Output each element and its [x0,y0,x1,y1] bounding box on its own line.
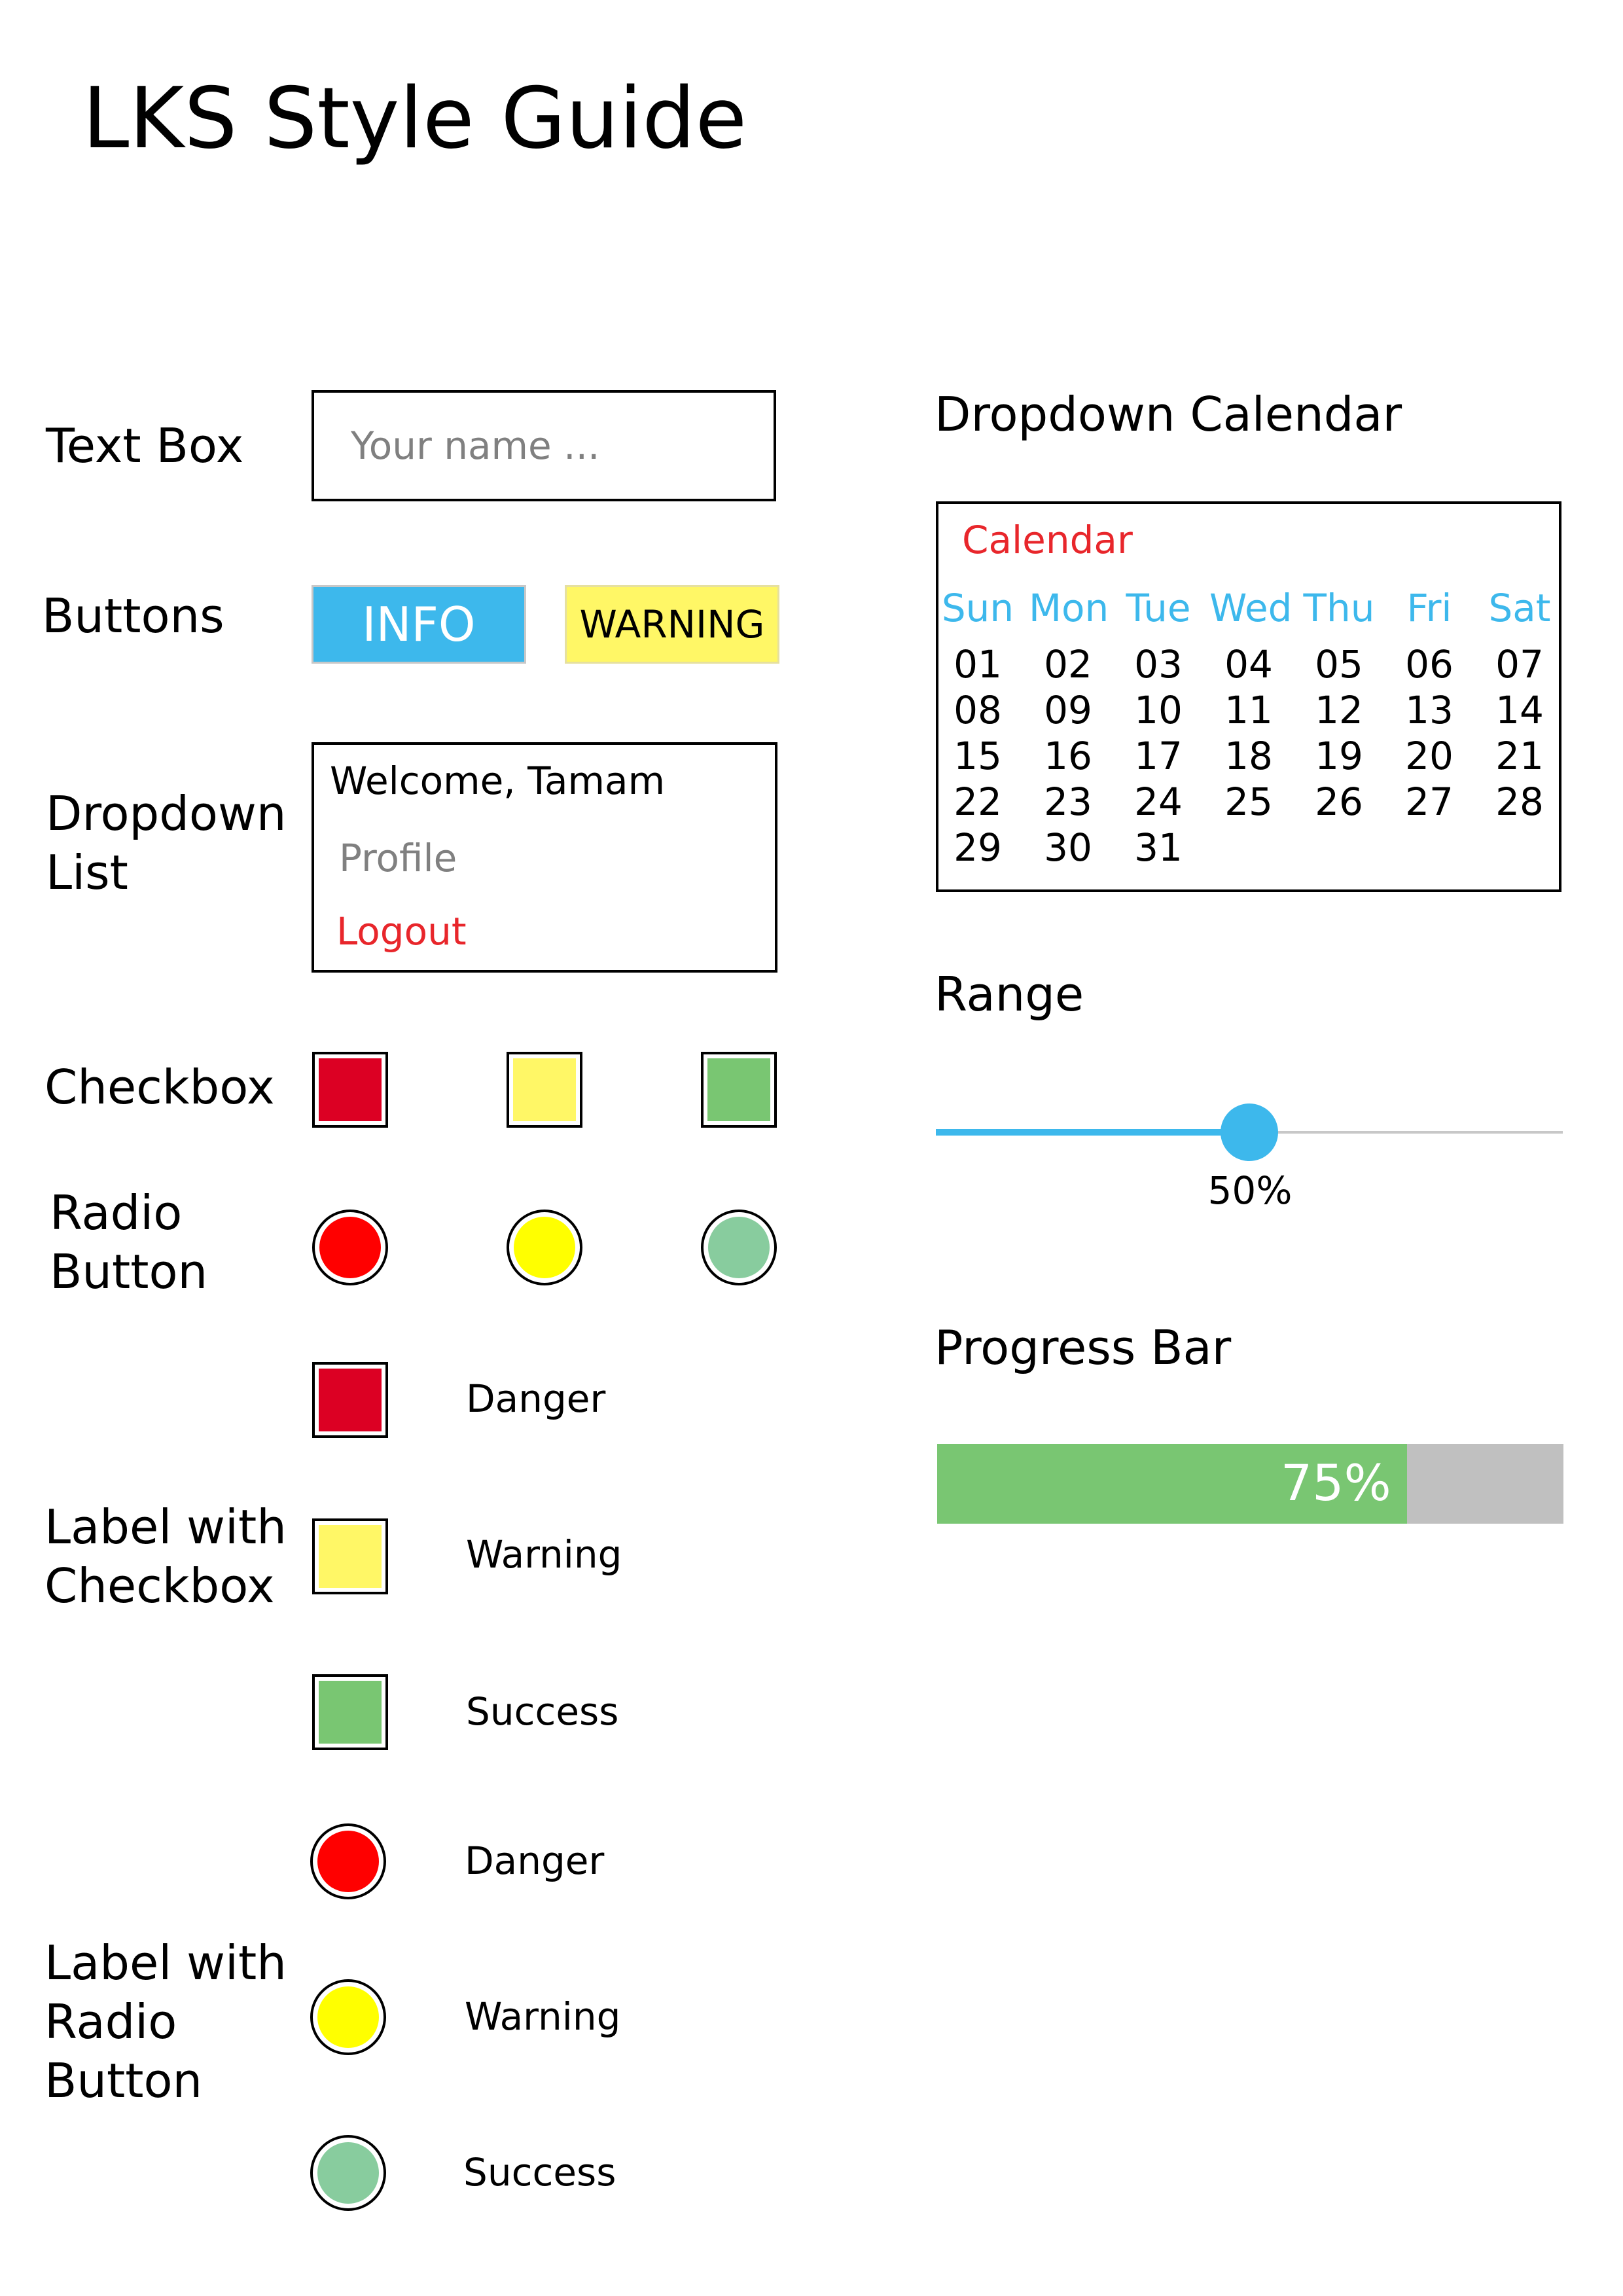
calendar-weekday-wed: Wed [1209,586,1293,630]
calendar-day-18[interactable]: 18 [1224,734,1273,778]
calendar-day-30[interactable]: 30 [1044,825,1092,870]
section-label-label-with-radio-line-2: Radio [45,1994,177,2049]
checkbox-yellow[interactable] [507,1052,582,1128]
calendar-day-27[interactable]: 27 [1405,780,1454,824]
labeled-checkbox-danger[interactable] [312,1362,388,1438]
page-title: LKS Style Guide [82,70,747,168]
progress-bar: 75% [937,1444,1563,1524]
calendar-day-24[interactable]: 24 [1134,780,1183,824]
section-label-range: Range [935,967,1084,1022]
calendar-day-15[interactable]: 15 [954,734,1002,778]
labeled-radio-success-label: Success [463,2150,616,2195]
calendar-day-11[interactable]: 11 [1224,688,1273,732]
calendar-weekday-fri: Fri [1406,586,1452,630]
user-dropdown-list[interactable]: Welcome, Tamam Profile Logout [312,742,777,973]
calendar-day-05[interactable]: 05 [1315,642,1363,687]
dropdown-item-logout[interactable]: Logout [336,909,467,954]
calendar-day-28[interactable]: 28 [1495,780,1544,824]
labeled-radio-danger[interactable] [310,1823,386,1899]
labeled-checkbox-success-label: Success [466,1689,619,1734]
progress-bar-fill: 75% [937,1444,1407,1524]
calendar-day-31[interactable]: 31 [1134,825,1183,870]
section-label-checkbox: Checkbox [45,1060,275,1115]
section-label-progress-bar: Progress Bar [935,1320,1232,1375]
calendar-day-10[interactable]: 10 [1134,688,1183,732]
section-label-radio-button-line-2: Button [50,1244,208,1299]
calendar-day-07[interactable]: 07 [1495,642,1544,687]
radio-green[interactable] [701,1210,777,1285]
calendar-day-17[interactable]: 17 [1134,734,1183,778]
range-slider-fill [936,1129,1249,1136]
name-text-input[interactable]: Your name ... [312,390,776,501]
range-slider-thumb[interactable] [1221,1103,1278,1161]
checkbox-green[interactable] [701,1052,777,1128]
calendar-title: Calendar [962,518,1133,562]
calendar-day-25[interactable]: 25 [1224,780,1273,824]
calendar-day-12[interactable]: 12 [1315,688,1363,732]
checkbox-red[interactable] [312,1052,388,1128]
calendar-day-19[interactable]: 19 [1315,734,1363,778]
warning-button[interactable]: WARNING [565,585,779,664]
section-label-label-with-radio-line-1: Label with [45,1935,287,1990]
section-label-label-with-radio-line-3: Button [45,2053,203,2108]
calendar-day-20[interactable]: 20 [1405,734,1454,778]
dropdown-header-welcome: Welcome, Tamam [330,759,666,803]
section-label-label-with-checkbox-line-2: Checkbox [45,1558,275,1613]
section-label-dropdown-list-line-2: List [46,845,128,900]
labeled-checkbox-warning[interactable] [312,1518,388,1594]
calendar-day-09[interactable]: 09 [1044,688,1092,732]
labeled-radio-warning-label: Warning [465,1994,621,2039]
radio-red[interactable] [312,1210,388,1285]
calendar-day-14[interactable]: 14 [1495,688,1544,732]
section-label-radio-button-line-1: Radio [50,1185,183,1240]
section-label-text-box: Text Box [46,418,244,473]
progress-value-label: 75% [1280,1454,1391,1512]
section-label-dropdown-list-line-1: Dropdown [46,786,287,841]
calendar-weekday-mon: Mon [1029,586,1109,630]
calendar-day-26[interactable]: 26 [1315,780,1363,824]
radio-yellow[interactable] [507,1210,582,1285]
calendar-day-13[interactable]: 13 [1405,688,1454,732]
section-label-dropdown-calendar: Dropdown Calendar [935,387,1402,442]
labeled-radio-success[interactable] [310,2135,386,2211]
calendar-day-29[interactable]: 29 [954,825,1002,870]
calendar-weekday-tue: Tue [1126,586,1191,630]
calendar-day-02[interactable]: 02 [1044,642,1092,687]
section-label-label-with-checkbox-line-1: Label with [45,1499,287,1554]
calendar-day-06[interactable]: 06 [1405,642,1454,687]
labeled-radio-warning[interactable] [310,1979,386,2055]
calendar-day-04[interactable]: 04 [1224,642,1273,687]
calendar-weekday-thu: Thu [1303,586,1375,630]
dropdown-item-profile[interactable]: Profile [339,836,457,880]
calendar-day-21[interactable]: 21 [1495,734,1544,778]
calendar-day-01[interactable]: 01 [954,642,1002,687]
labeled-checkbox-success[interactable] [312,1674,388,1750]
range-value-label: 50% [1207,1168,1293,1213]
calendar-day-16[interactable]: 16 [1044,734,1092,778]
calendar-weekday-sat: Sat [1488,586,1551,630]
labeled-checkbox-danger-label: Danger [466,1376,606,1421]
labeled-radio-danger-label: Danger [465,1839,605,1883]
calendar-weekday-sun: Sun [941,586,1014,630]
calendar-day-23[interactable]: 23 [1044,780,1092,824]
calendar-day-03[interactable]: 03 [1134,642,1183,687]
labeled-checkbox-warning-label: Warning [466,1532,622,1577]
info-button[interactable]: INFO [312,585,526,664]
calendar-day-08[interactable]: 08 [954,688,1002,732]
section-label-buttons: Buttons [42,588,224,643]
calendar-day-22[interactable]: 22 [954,780,1002,824]
name-text-input-placeholder: Your name ... [351,423,600,468]
